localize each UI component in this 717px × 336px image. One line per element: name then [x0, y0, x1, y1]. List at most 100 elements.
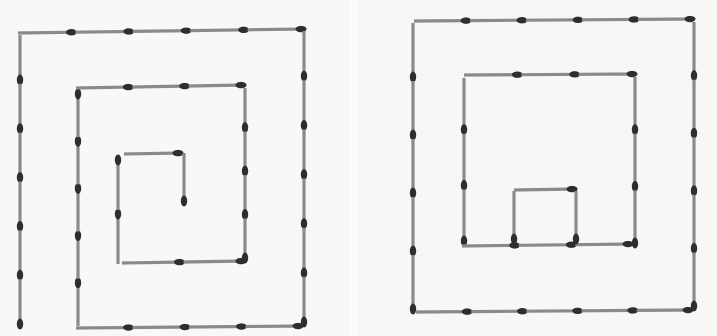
- match-head: [627, 307, 638, 313]
- matchstick: [242, 175, 248, 220]
- match-head: [461, 17, 472, 23]
- match-head: [181, 27, 192, 33]
- match-head: [410, 304, 416, 315]
- matchstick: [181, 153, 187, 207]
- right-matchstick-spiral: [358, 0, 717, 336]
- match-head: [174, 259, 185, 265]
- matchstick: [75, 136, 81, 185]
- matchstick: [301, 228, 307, 279]
- match-head: [691, 185, 697, 196]
- matchstick: [461, 78, 467, 135]
- match-head: [75, 230, 81, 241]
- match-head: [301, 71, 307, 82]
- matchstick: [76, 84, 134, 90]
- matchstick: [416, 308, 473, 314]
- match-head: [181, 196, 187, 207]
- match-head: [75, 277, 81, 288]
- match-head: [691, 70, 697, 81]
- matchstick: [115, 209, 121, 265]
- match-head: [115, 155, 121, 166]
- matchstick: [410, 81, 416, 141]
- match-head: [180, 324, 191, 330]
- match-head: [301, 267, 307, 278]
- matchstick: [301, 31, 307, 82]
- match-head: [17, 74, 23, 85]
- matchstick: [410, 197, 416, 257]
- matchstick: [133, 324, 191, 330]
- matchstick: [470, 17, 528, 23]
- match-head: [75, 89, 81, 100]
- match-head: [236, 258, 247, 264]
- matchstick: [75, 89, 81, 138]
- match-head: [301, 169, 307, 180]
- match-head: [512, 71, 523, 77]
- match-head: [573, 234, 579, 245]
- match-head: [66, 29, 77, 35]
- left-matchstick-spiral: [0, 0, 350, 336]
- match-head: [242, 209, 248, 220]
- matchstick: [301, 80, 307, 131]
- match-head: [632, 181, 638, 192]
- matchstick: [526, 308, 583, 314]
- match-head: [17, 319, 23, 330]
- matchstick: [132, 83, 190, 89]
- matchstick: [76, 324, 134, 330]
- match-head: [17, 221, 23, 232]
- match-head: [569, 71, 580, 77]
- matchstick: [17, 279, 23, 329]
- right-matchstick-spiral-panel: [358, 0, 717, 336]
- matchstick: [301, 277, 307, 328]
- matchstick: [464, 71, 523, 77]
- matchstick: [410, 139, 416, 199]
- matchstick: [461, 134, 467, 191]
- match-head: [301, 120, 307, 131]
- match-head: [691, 128, 697, 139]
- matchstick: [133, 27, 192, 33]
- matchstick: [691, 80, 697, 139]
- matchstick: [410, 23, 416, 83]
- match-head: [238, 27, 249, 33]
- matchstick: [189, 323, 247, 329]
- match-head: [691, 243, 697, 254]
- matchstick: [414, 17, 472, 23]
- match-head: [462, 308, 473, 314]
- matchstick: [519, 242, 577, 248]
- matchstick: [511, 191, 517, 245]
- left-matchstick-spiral-panel: [0, 0, 350, 336]
- matchstick: [301, 179, 307, 230]
- match-head: [301, 218, 307, 229]
- matchstick: [637, 307, 694, 313]
- match-head: [236, 82, 247, 88]
- matchstick: [248, 26, 307, 32]
- matchstick: [17, 182, 23, 232]
- matchstick: [190, 27, 249, 33]
- matchstick: [575, 241, 633, 247]
- matchstick: [410, 255, 416, 315]
- matchstick: [461, 189, 467, 246]
- matchstick: [18, 29, 77, 35]
- match-head: [236, 323, 247, 329]
- match-head: [17, 123, 23, 134]
- match-head: [623, 241, 634, 247]
- matchstick: [632, 190, 638, 248]
- match-head: [683, 307, 694, 313]
- match-head: [573, 17, 584, 23]
- match-head: [75, 136, 81, 147]
- match-head: [461, 124, 467, 135]
- matchstick: [75, 230, 81, 279]
- match-head: [410, 246, 416, 257]
- matchstick: [75, 183, 81, 232]
- match-head: [410, 188, 416, 199]
- matchstick: [691, 137, 697, 196]
- match-head: [173, 150, 184, 156]
- matchstick: [189, 82, 247, 88]
- match-head: [517, 308, 528, 314]
- matchstick: [471, 308, 528, 314]
- matchstick: [242, 219, 248, 264]
- matchstick: [17, 230, 23, 280]
- matchstick: [691, 252, 697, 311]
- matchstick: [246, 323, 304, 329]
- match-head: [293, 323, 304, 329]
- matchstick: [184, 258, 247, 264]
- matchstick: [462, 242, 520, 248]
